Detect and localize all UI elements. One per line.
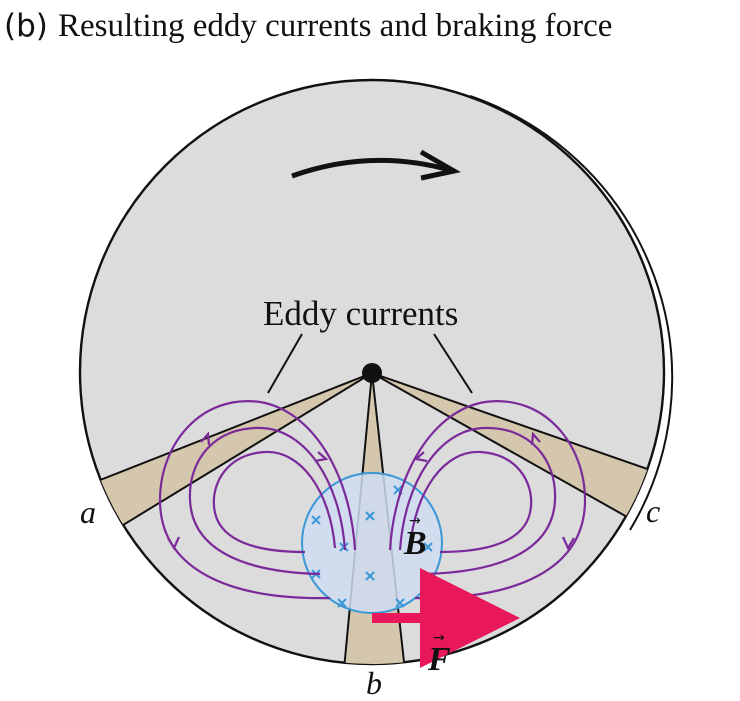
rotation-arrow: [291, 149, 461, 181]
pivot-axle: [362, 363, 382, 383]
caption-text: Resulting eddy currents and braking forc…: [58, 8, 612, 44]
eddy-current-loops: [158, 400, 587, 600]
field-into-page-marks: [311, 485, 433, 608]
caption-label: (b): [4, 8, 48, 44]
callout-leaders: [267, 333, 473, 394]
eddy-arrowheads: [167, 431, 575, 551]
svg-text:B: B: [403, 525, 427, 562]
callout-label: Eddy currents: [263, 294, 458, 333]
svg-text:→: →: [433, 630, 445, 646]
point-a-label: a: [80, 494, 96, 530]
svg-text:F: F: [427, 641, 451, 678]
vector-f-label: → F: [427, 630, 451, 678]
svg-text:→: →: [409, 513, 421, 529]
point-b-label: b: [366, 665, 382, 701]
vector-b-label: → B: [403, 513, 427, 562]
point-c-label: c: [646, 493, 660, 529]
